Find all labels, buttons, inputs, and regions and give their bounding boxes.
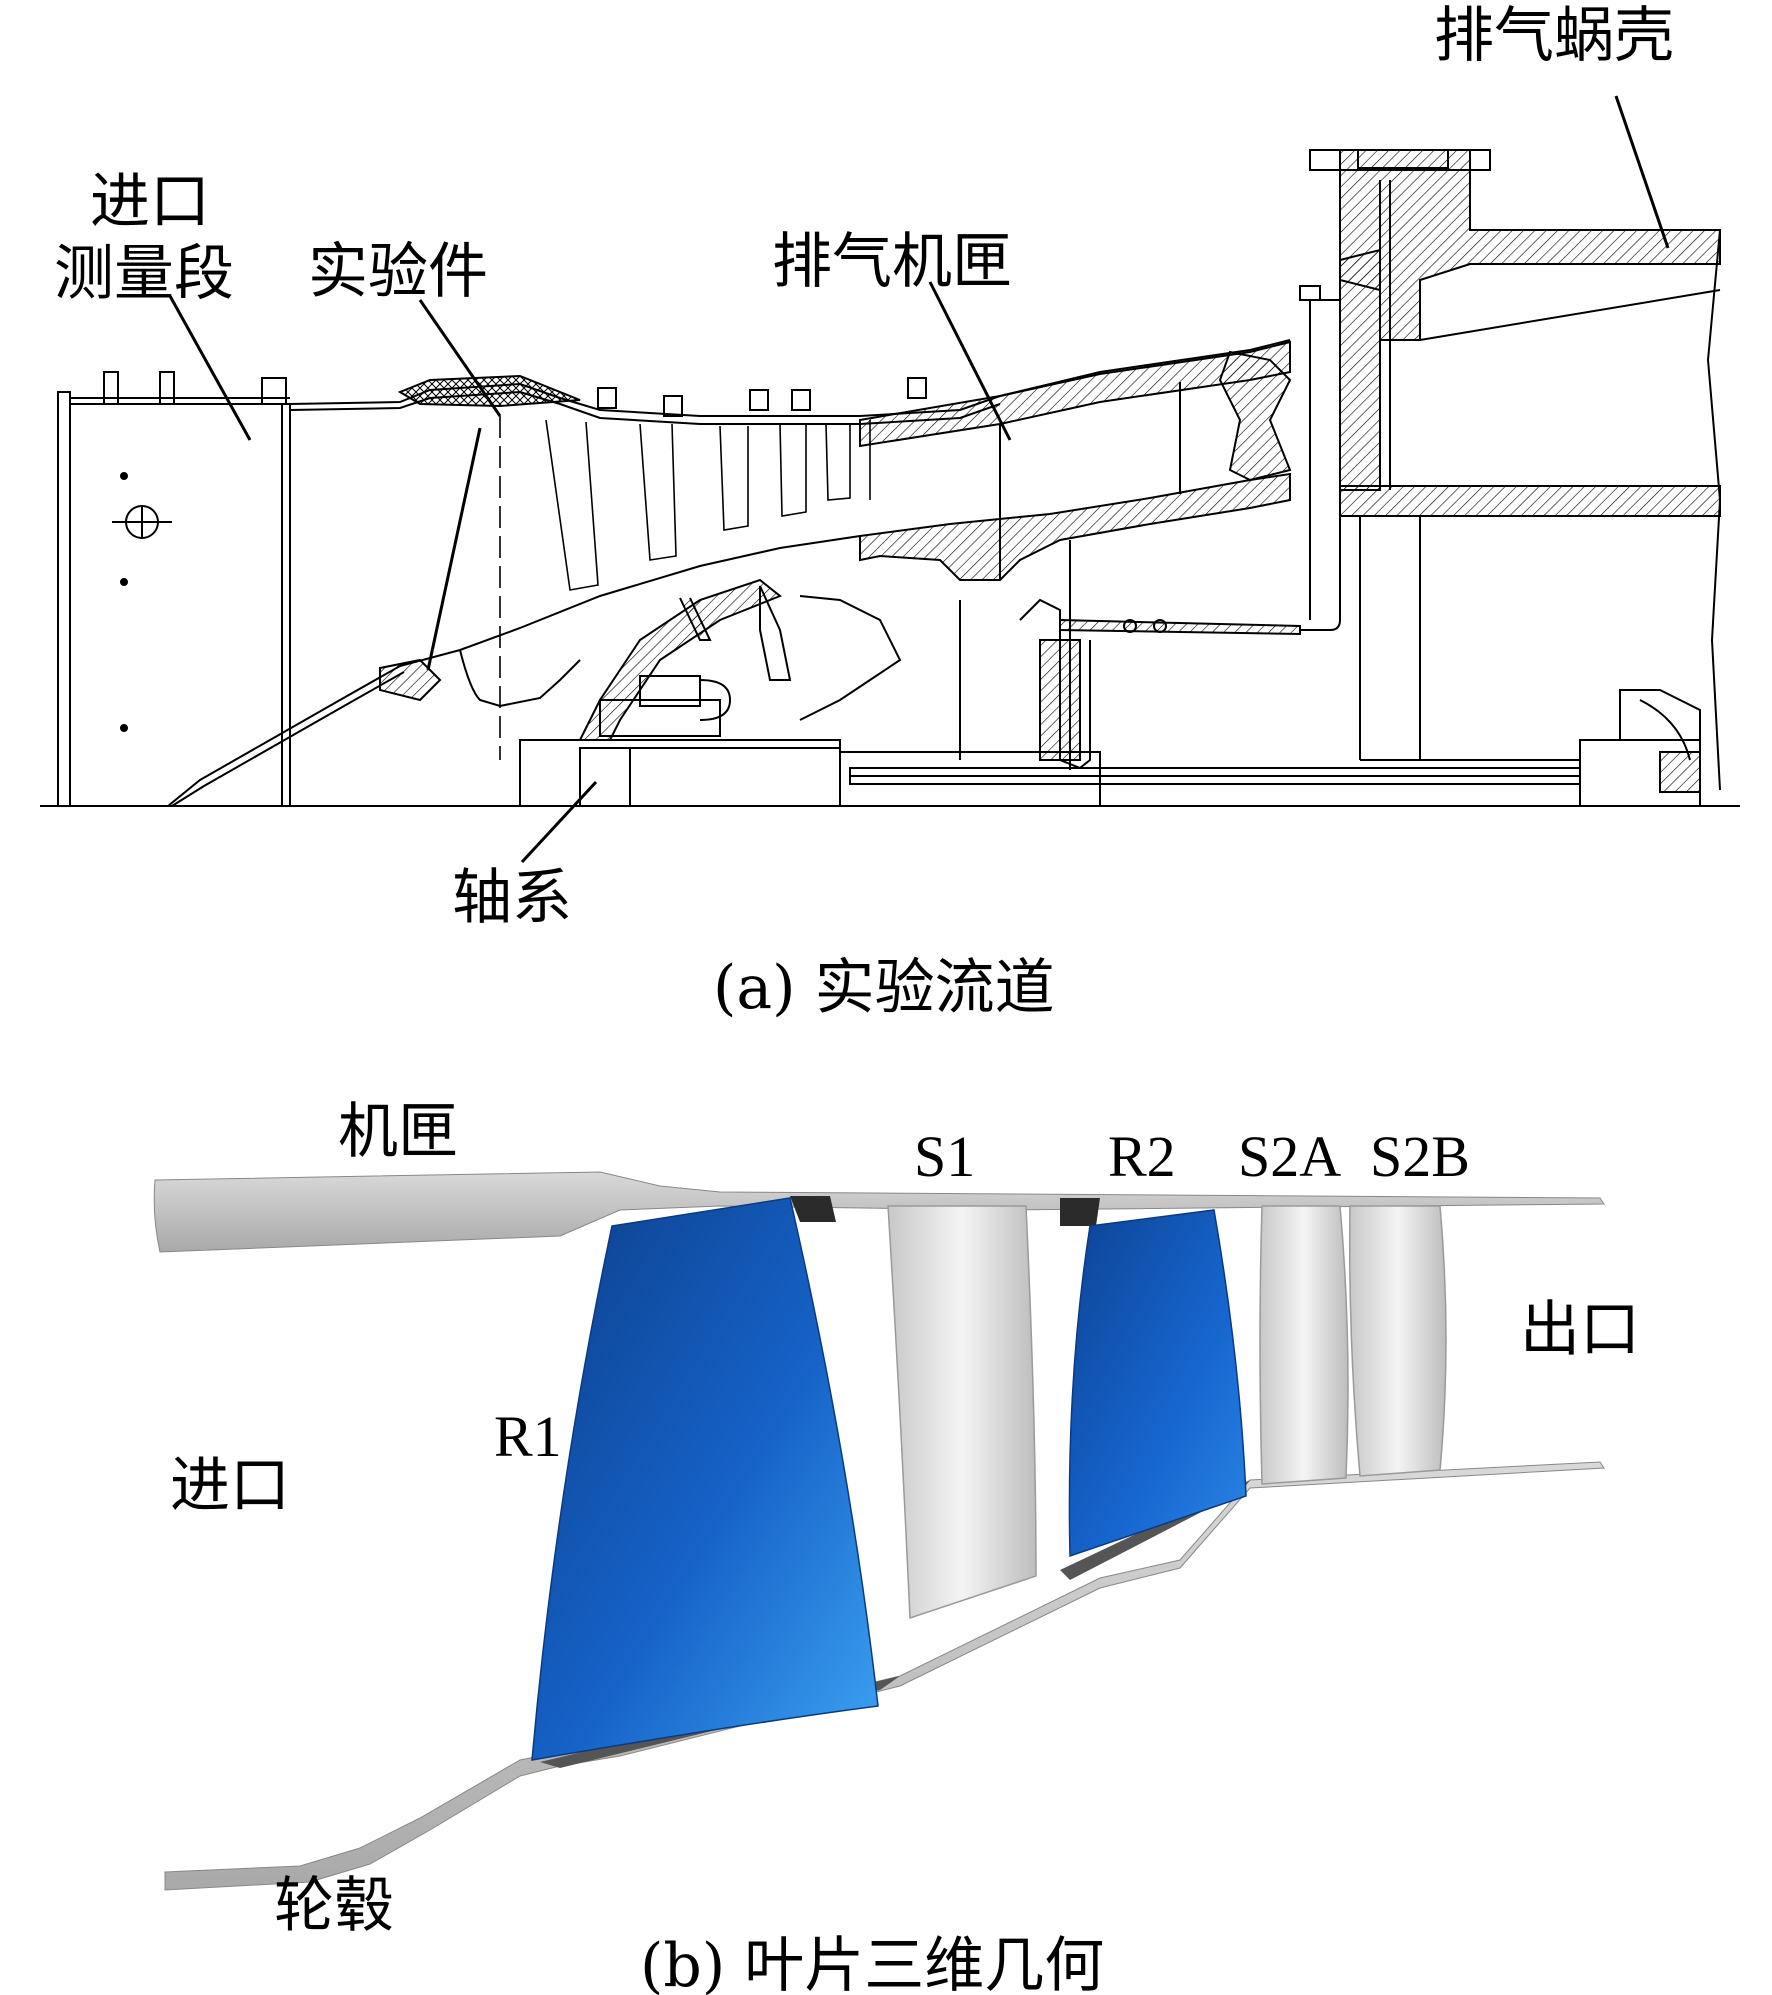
casing-gap-r1: [790, 1196, 836, 1222]
label-exhaust-volute: 排气蜗壳: [1434, 1, 1674, 71]
label-shaft-system: 轴系: [452, 863, 572, 933]
shaft-system: [519, 689, 1701, 807]
label-r2: R2: [1108, 1124, 1176, 1189]
hub-contour: [167, 535, 861, 807]
caption-b: (b) 叶片三维几何: [640, 1931, 1104, 1995]
label-r1: R1: [494, 1404, 562, 1469]
label-outlet: 出口: [1520, 1295, 1640, 1365]
panel-b-blade-3d-geometry: 机匣 S1 R2 S2A S2B 出口 R1 进口 轮毂 (b) 叶片三维几何: [153, 1097, 1640, 1995]
rotor-r2: [1068, 1209, 1247, 1558]
label-hub: 轮毂: [274, 1871, 394, 1941]
label-s2a: S2A: [1238, 1124, 1341, 1189]
leader-lines: [168, 95, 1670, 864]
stator-s2b: [1348, 1205, 1447, 1477]
label-inlet-measurement-line1: 进口: [90, 167, 210, 237]
label-test-piece: 实验件: [308, 237, 488, 307]
bearing-support: [1019, 285, 1341, 770]
exhaust-volute: [1309, 149, 1722, 791]
label-s2b: S2B: [1370, 1124, 1470, 1189]
label-casing: 机匣: [338, 1097, 458, 1167]
casing-gap-r2: [1060, 1198, 1100, 1226]
caption-a: (a) 实验流道: [713, 953, 1055, 1023]
stator-s1: [887, 1205, 1037, 1620]
label-exhaust-casing: 排气机匣: [772, 227, 1012, 297]
casing-wall: [153, 1171, 1605, 1253]
label-s1: S1: [914, 1124, 975, 1189]
rotor-disks: [578, 578, 902, 741]
blade-rows: [499, 416, 871, 760]
hub-wall: [164, 1461, 1605, 1891]
stator-s2a: [1259, 1205, 1349, 1485]
label-inlet: 进口: [170, 1451, 290, 1521]
inlet-measurement-section: [57, 371, 291, 807]
rotor-r1: [531, 1197, 879, 1761]
label-inlet-measurement-line2: 测量段: [54, 239, 234, 309]
panel-a-experimental-flowpath: 进口 测量段 实验件 排气机匣 排气蜗壳 轴系 (a) 实验流道: [40, 1, 1740, 1023]
